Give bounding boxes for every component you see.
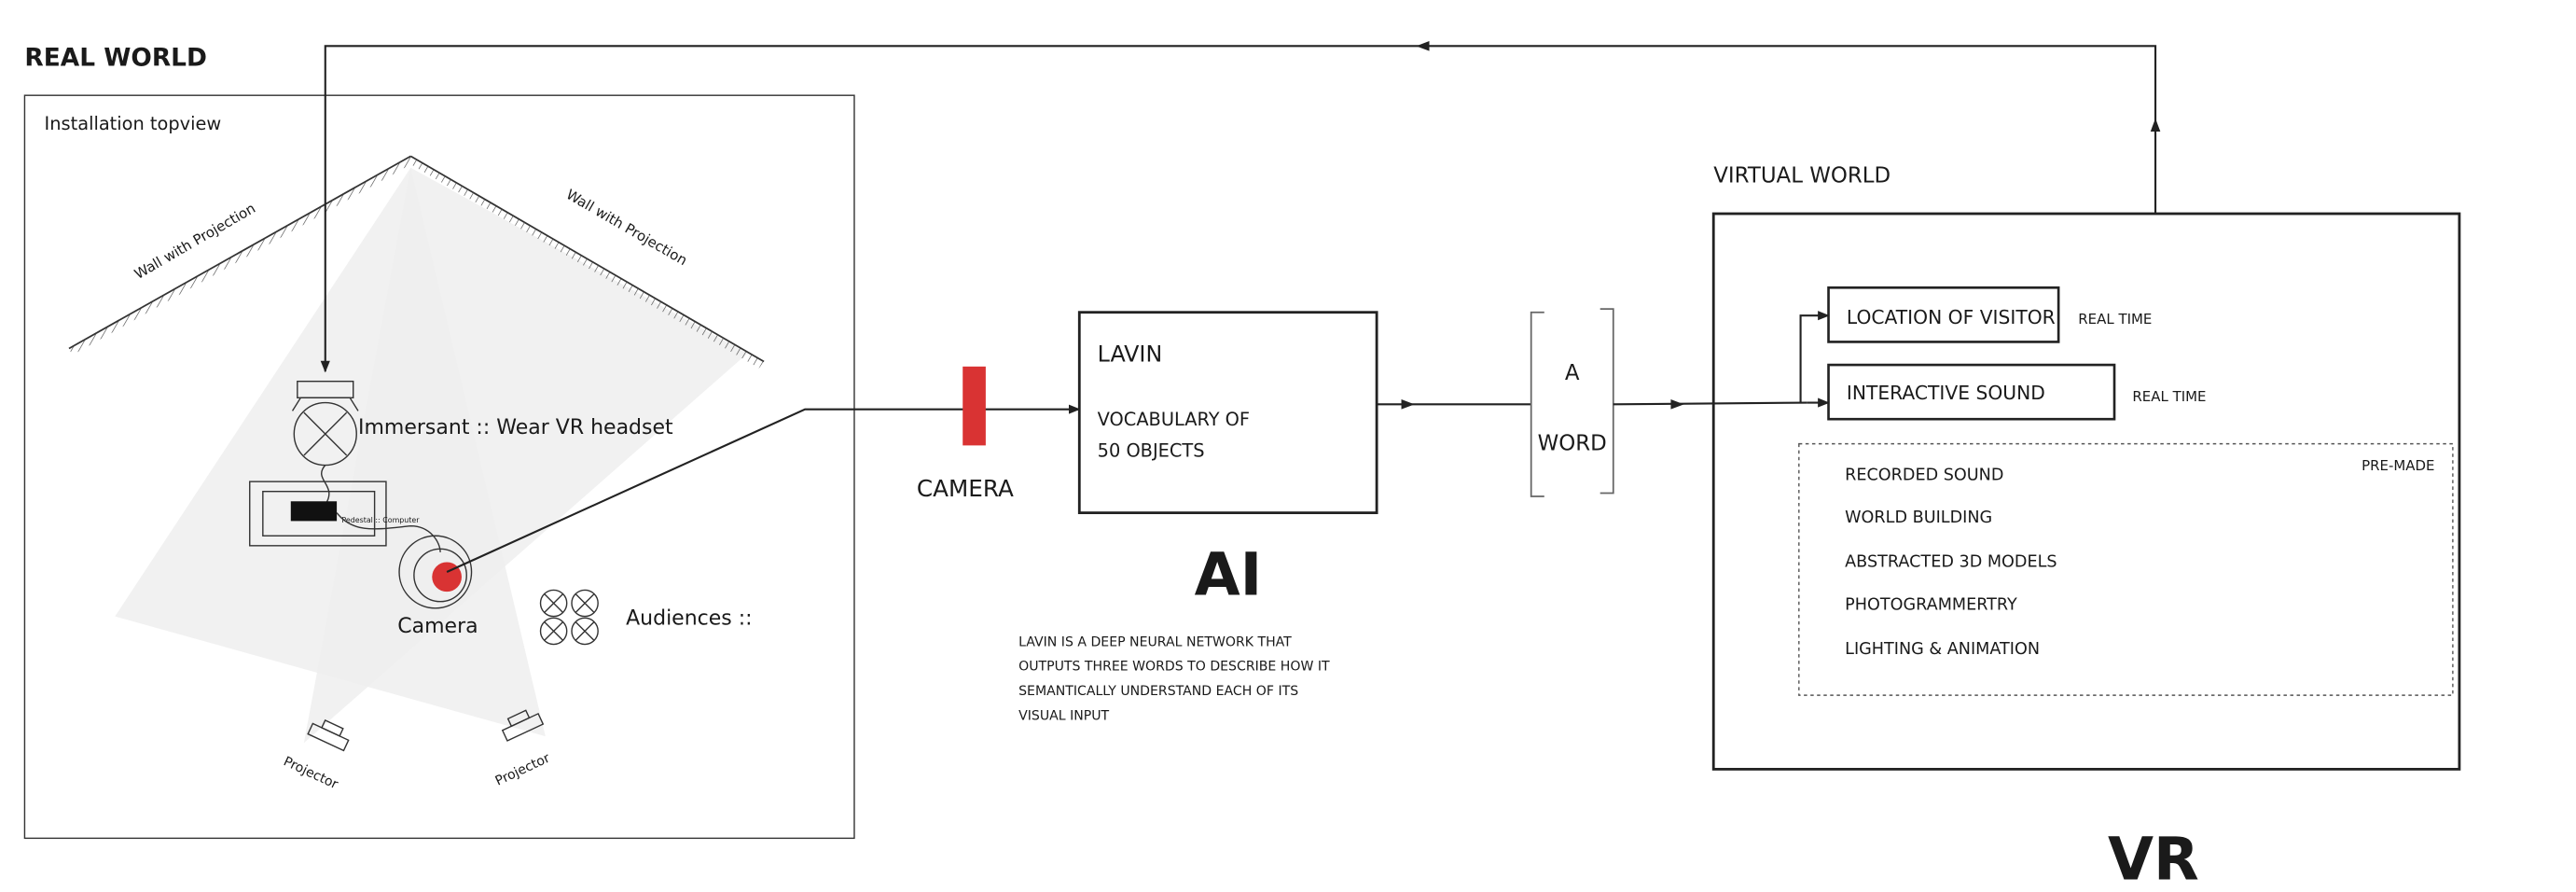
audiences-label: Audiences ::: [626, 606, 752, 630]
premade-item: PHOTOGRAMMERTRY: [1845, 596, 2017, 615]
wall-left-label: Wall with Projection: [132, 200, 258, 283]
arrow-left-icon: [1416, 41, 1430, 51]
arrow-right-icon: [1670, 399, 1684, 410]
audience-icons: [539, 589, 599, 646]
premade-list: RECORDED SOUND WORLD BUILDING ABSTRACTED…: [1845, 466, 2057, 659]
projection-beam-left: [303, 167, 748, 744]
projector-right-label: Projector: [493, 751, 553, 789]
ai-description-line: VISUAL INPUT: [1018, 709, 1109, 724]
ai-description: LAVIN IS A DEEP NEURAL NETWORK THAT OUTP…: [1018, 634, 1330, 723]
headset-cable: [321, 465, 330, 506]
pedestal: [249, 481, 387, 547]
interactive-sound-box: [1827, 363, 2116, 421]
ai-description-line: OUTPUTS THREE WORDS TO DESCRIBE HOW IT: [1018, 660, 1330, 675]
real-world-title: REAL WORLD: [24, 43, 206, 72]
projector-left-icon: [307, 718, 350, 752]
word-line2: WORD: [1538, 432, 1607, 456]
premade-box: [1798, 442, 2454, 696]
projector-right-icon: [501, 709, 545, 742]
computer: [290, 501, 338, 522]
vr-heading: VR: [2108, 824, 2199, 892]
premade-item: WORLD BUILDING: [1845, 509, 1992, 527]
interactive-sound-label: INTERACTIVE SOUND: [1847, 382, 2045, 404]
camera-marker: [963, 366, 986, 446]
lavin-box: [1077, 311, 1378, 515]
vr-headset-icon: [291, 380, 359, 467]
location-label: LOCATION OF VISITOR: [1847, 306, 2056, 328]
projector-left-label: Projector: [281, 754, 340, 792]
premade-label: PRE-MADE: [2361, 457, 2434, 474]
installation-frame: [23, 94, 855, 840]
location-realtime-tag: REAL TIME: [2078, 311, 2152, 328]
lavin-title: LAVIN: [1098, 341, 1163, 368]
location-branch-arrow: [1799, 311, 1830, 403]
camera-label: CAMERA: [917, 475, 1014, 502]
sound-realtime-tag: REAL TIME: [2132, 388, 2206, 405]
ai-heading: AI: [1195, 540, 1263, 609]
virtual-world-title: VIRTUAL WORLD: [1713, 164, 1890, 188]
pedestal-label: Pedestal :: Computer: [341, 516, 420, 524]
installation-subtitle: Installation topview: [45, 113, 222, 134]
lavin-vocab-line1: VOCABULARY OF: [1098, 409, 1250, 430]
premade-item: LIGHTING & ANIMATION: [1845, 640, 2040, 659]
lavin-vocab-line2: 50 OBJECTS: [1098, 440, 1205, 462]
location-box: [1827, 286, 2060, 343]
camera-room-label: Camera: [397, 615, 478, 638]
word-output-line: [1613, 401, 1807, 406]
word-bracket: [1530, 308, 1614, 497]
premade-item: RECORDED SOUND: [1845, 466, 2003, 484]
ai-description-line: LAVIN IS A DEEP NEURAL NETWORK THAT: [1018, 634, 1292, 649]
virtual-world-frame: [1711, 212, 2461, 771]
immersant-label: Immersant :: Wear VR headset: [358, 416, 673, 439]
premade-item: ABSTRACTED 3D MODELS: [1845, 553, 2057, 572]
camera-feed-arrow: [446, 404, 1081, 573]
arrow-right-icon: [1401, 399, 1415, 410]
ai-description-line: SEMANTICALLY UNDERSTAND EACH OF ITS: [1018, 684, 1298, 699]
arrow-up-icon: [2150, 118, 2161, 132]
word-line1: A: [1565, 361, 1580, 385]
